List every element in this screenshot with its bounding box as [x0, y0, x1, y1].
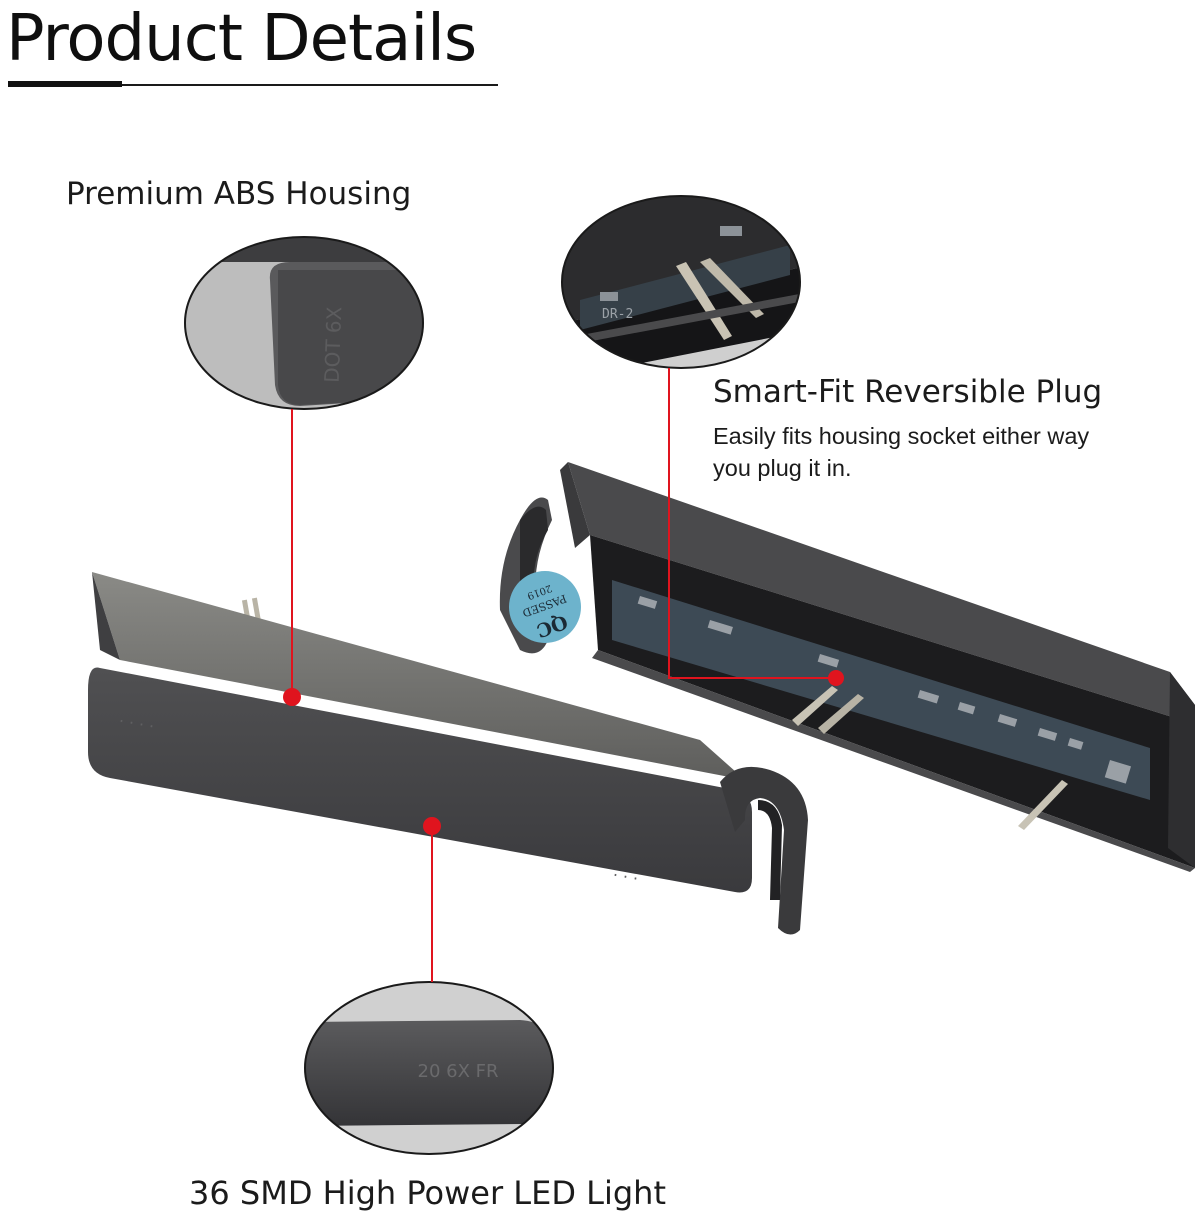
qc-sticker: QC PASSED 2019 — [509, 571, 581, 643]
plug-callout-dot — [828, 670, 844, 686]
page-title: Product Details — [6, 2, 477, 76]
housing-callout-dot — [283, 688, 301, 706]
led-callout-dot — [423, 817, 441, 835]
right-lamp-pcb-side — [499, 462, 1195, 872]
title-underline-accent — [8, 81, 122, 87]
pcb-silkscreen-mark: DR-2 — [602, 307, 633, 322]
led-closeup: 20 6X FR — [304, 981, 554, 1155]
housing-callout-label: Premium ABS Housing — [66, 176, 412, 212]
led-emboss-mark: 20 6X FR — [418, 1061, 499, 1082]
title-underline — [8, 84, 498, 86]
plug-callout-description: Easily fits housing socket either way yo… — [713, 423, 1090, 481]
plug-leader-line — [668, 368, 836, 679]
housing-emboss-mark: DOT 6X — [320, 306, 347, 383]
left-lamp-housing: · · · · · · · — [88, 572, 808, 935]
plug-callout-label: Smart-Fit Reversible Plug — [713, 374, 1103, 410]
callout-leader-lines — [291, 368, 836, 982]
led-callout-label: 36 SMD High Power LED Light — [189, 1174, 666, 1212]
svg-text:· · ·: · · · — [611, 865, 639, 888]
housing-closeup: DOT 6X — [184, 236, 424, 410]
plug-closeup: DR-2 — [561, 195, 801, 369]
